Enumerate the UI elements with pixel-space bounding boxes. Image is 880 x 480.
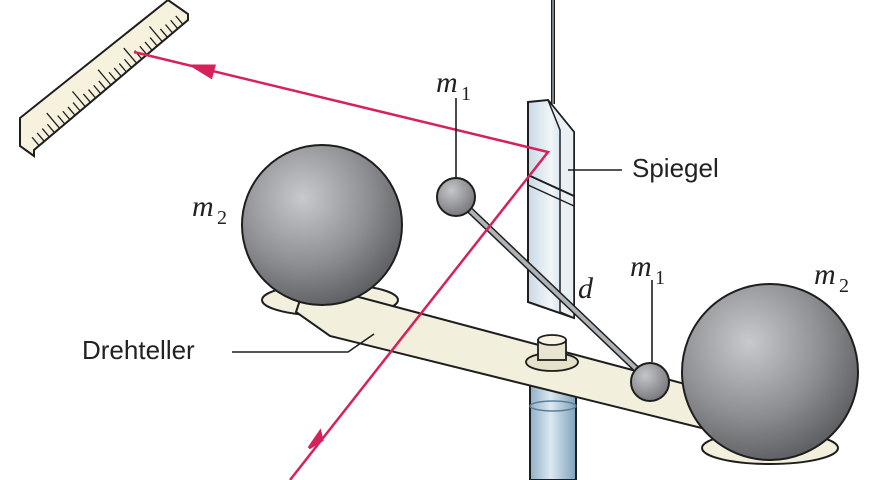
ruler-tick [148, 25, 163, 43]
svg-text:2: 2 [839, 275, 849, 297]
ruler-tick [88, 89, 97, 99]
ruler-tick [149, 37, 158, 47]
ruler-tick [123, 58, 133, 69]
leader-drehteller [232, 333, 375, 353]
mirror [527, 98, 575, 320]
ruler-ticks [31, 15, 184, 147]
label-d: d [578, 272, 594, 305]
svg-text:2: 2 [217, 207, 227, 229]
ruler-tick [46, 123, 56, 134]
ruler-tick [118, 63, 127, 73]
ruler-tick [175, 15, 184, 25]
svg-text:m: m [814, 258, 836, 291]
ruler-tick [36, 132, 45, 142]
ruler-tick [93, 84, 102, 95]
beam-arrow-reflected [187, 64, 216, 80]
label-m1-upper: m 1 [436, 66, 471, 105]
ruler-tick [98, 80, 107, 90]
ruler-tick [139, 45, 148, 56]
svg-text:1: 1 [655, 267, 665, 289]
ruler-tick [97, 69, 112, 86]
ruler-tick [57, 115, 66, 125]
ruler-tick [71, 90, 86, 108]
svg-text:m: m [630, 250, 652, 283]
ruler-tick [113, 67, 122, 77]
laser-beam [133, 50, 551, 480]
ruler-tick [123, 47, 138, 64]
label-drehteller: Drehteller [82, 335, 195, 365]
large-sphere-left [241, 144, 403, 306]
ruler-tick [82, 93, 91, 103]
small-sphere-lower [630, 362, 670, 402]
svg-text:1: 1 [461, 83, 471, 105]
scale-ruler [19, 0, 189, 158]
ruler-tick [46, 112, 61, 129]
ruler-tick [31, 136, 40, 147]
ruler-tick [159, 28, 168, 38]
ruler-tick [144, 41, 153, 51]
ruler-tick [67, 106, 76, 116]
beam-arrow-incoming [307, 428, 324, 450]
large-sphere-right [681, 283, 859, 461]
svg-text:m: m [192, 190, 214, 223]
small-sphere-upper [436, 177, 476, 217]
ruler-tick [165, 24, 174, 34]
label-m2-right: m 2 [814, 258, 849, 297]
ruler-tick [62, 110, 71, 121]
ruler-tick [41, 128, 50, 138]
label-m1-lower: m 1 [630, 250, 665, 289]
label-m2-left: m 2 [192, 190, 227, 229]
ruler-tick [108, 71, 117, 82]
ruler-tick [72, 102, 81, 112]
svg-text:m: m [436, 66, 458, 99]
ruler-tick [170, 19, 179, 30]
label-spiegel: Spiegel [632, 153, 719, 183]
